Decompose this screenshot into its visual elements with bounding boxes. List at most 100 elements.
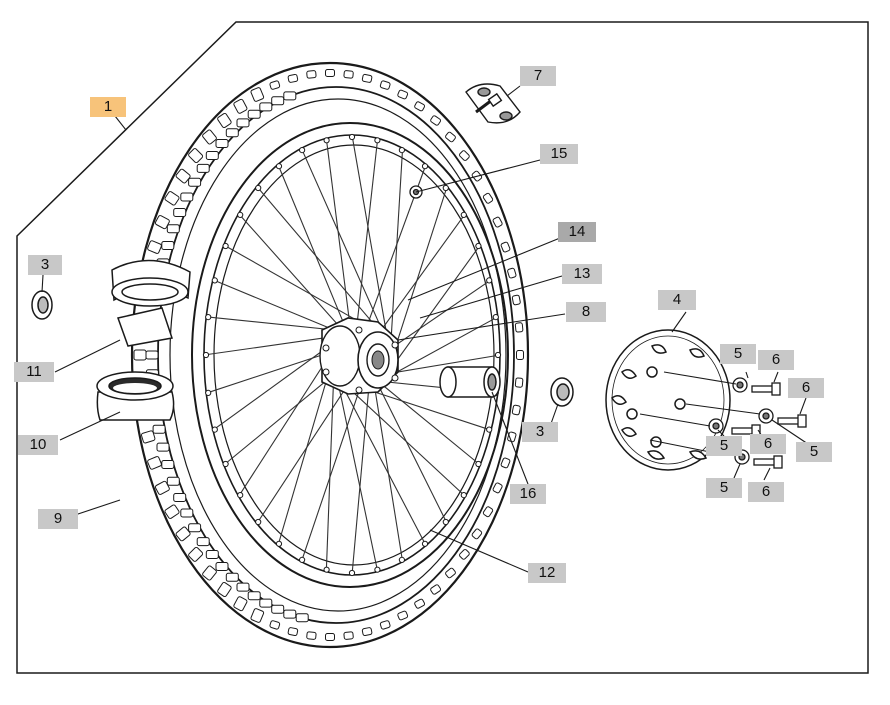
spoke-nipple bbox=[211, 426, 218, 433]
tread-block bbox=[511, 404, 521, 416]
tread-block bbox=[306, 70, 317, 79]
tread-block bbox=[259, 598, 273, 608]
tread-block bbox=[188, 177, 202, 187]
rim-tape bbox=[111, 259, 191, 347]
tread-block bbox=[164, 504, 180, 519]
tread-block bbox=[147, 240, 162, 254]
spoke bbox=[238, 213, 348, 336]
tread-block bbox=[236, 118, 250, 128]
callout-7: 7 bbox=[520, 66, 556, 86]
spoke-nipple bbox=[460, 492, 467, 499]
tread-block bbox=[233, 596, 248, 612]
tread-block bbox=[414, 598, 426, 609]
callout-6-c: 6 bbox=[750, 434, 786, 454]
spoke-nipple bbox=[374, 137, 381, 144]
tread-block bbox=[414, 101, 426, 112]
tread-block bbox=[205, 550, 219, 559]
tread-block bbox=[516, 350, 524, 360]
tread-block bbox=[175, 168, 191, 184]
spoke-nipple bbox=[486, 277, 493, 284]
spoke-nipple bbox=[323, 566, 330, 573]
callout-6-a: 6 bbox=[758, 350, 794, 370]
spoke-nipple bbox=[299, 556, 306, 564]
tread-block bbox=[397, 610, 409, 621]
spoke-nipple bbox=[421, 163, 429, 170]
spoke-nipple bbox=[494, 351, 502, 359]
brake-disc bbox=[605, 329, 731, 471]
spoke bbox=[212, 279, 345, 335]
tread-block bbox=[430, 584, 442, 595]
tread-block bbox=[188, 523, 202, 533]
disc-nuts bbox=[708, 377, 774, 465]
spoke bbox=[371, 373, 404, 562]
callout-5-d: 5 bbox=[706, 478, 742, 498]
tread-block bbox=[236, 582, 250, 592]
tread-block bbox=[492, 482, 503, 494]
tread-block bbox=[283, 609, 297, 619]
tread-block bbox=[259, 102, 273, 112]
callout-16: 16 bbox=[510, 484, 546, 504]
spoke bbox=[203, 335, 341, 356]
tread-block bbox=[507, 431, 517, 443]
tread-block bbox=[215, 139, 229, 148]
tread-block bbox=[283, 91, 297, 101]
tread-block bbox=[166, 224, 180, 234]
tread-block bbox=[269, 80, 281, 90]
valve-part bbox=[465, 83, 521, 124]
spoke-nipple bbox=[275, 163, 283, 170]
spoke bbox=[277, 164, 351, 340]
callout-4: 4 bbox=[658, 290, 696, 310]
tread-block bbox=[175, 526, 191, 542]
disc-bolts bbox=[731, 382, 807, 469]
spoke bbox=[325, 362, 335, 572]
spoke-nipple bbox=[299, 147, 306, 154]
tread-block bbox=[173, 493, 187, 502]
spoke-nipple bbox=[398, 147, 405, 154]
spoke bbox=[277, 354, 335, 546]
tread-block bbox=[325, 633, 335, 641]
spoke-nipple bbox=[205, 314, 212, 321]
tread-block bbox=[269, 620, 281, 630]
spoke-nipple bbox=[442, 184, 449, 192]
tread-block bbox=[250, 87, 265, 102]
tread-block bbox=[161, 241, 175, 250]
spoke bbox=[256, 186, 386, 338]
tread-block bbox=[325, 69, 335, 77]
tread-block bbox=[247, 109, 261, 119]
tread-block bbox=[233, 98, 248, 114]
callout-11: 11 bbox=[14, 362, 54, 382]
callout-8: 8 bbox=[566, 302, 606, 322]
diagram-frame bbox=[16, 21, 869, 674]
tread-block bbox=[471, 528, 483, 540]
spoke bbox=[238, 346, 336, 497]
tread-block bbox=[306, 631, 317, 640]
tread-block bbox=[482, 506, 494, 518]
tread-block bbox=[459, 549, 470, 560]
tread-block bbox=[215, 562, 229, 571]
spoke bbox=[337, 376, 427, 546]
tread-block bbox=[287, 627, 299, 637]
spoke-nipple bbox=[475, 242, 482, 250]
tread-block bbox=[166, 476, 180, 486]
spoke-nipple bbox=[275, 540, 283, 547]
tread-block bbox=[145, 350, 159, 360]
spoke bbox=[325, 138, 354, 346]
spoke bbox=[353, 138, 379, 354]
spoke bbox=[212, 339, 338, 431]
tread-block bbox=[217, 582, 232, 597]
spoke-nipple bbox=[255, 184, 262, 192]
tread-block bbox=[152, 424, 166, 434]
spoke bbox=[340, 380, 466, 497]
tread-block bbox=[225, 572, 239, 582]
spoke bbox=[334, 370, 379, 572]
spoke bbox=[388, 186, 448, 366]
tread-block bbox=[361, 627, 373, 637]
spoke-nipple bbox=[398, 556, 405, 564]
spoke-nipple bbox=[205, 389, 212, 396]
callout-12: 12 bbox=[528, 563, 566, 583]
tread-block bbox=[250, 608, 265, 623]
callout-15: 15 bbox=[540, 144, 578, 164]
spoke bbox=[387, 244, 481, 374]
tread-block bbox=[445, 131, 456, 143]
spoke-nipple bbox=[202, 351, 210, 359]
